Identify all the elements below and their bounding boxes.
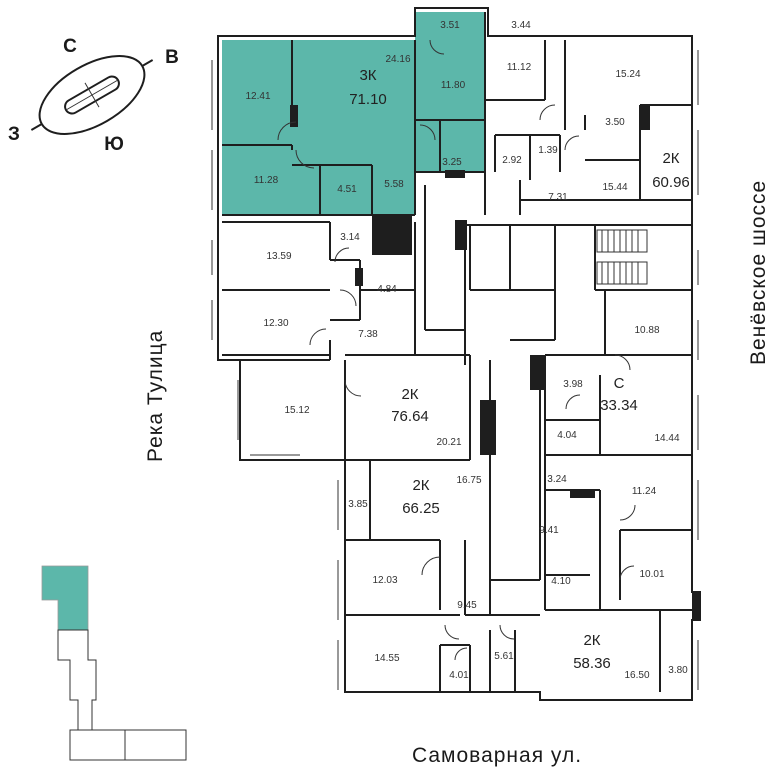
room-area: 15.24 xyxy=(615,69,640,80)
compass-east: В xyxy=(165,47,179,68)
room-area: 15.44 xyxy=(602,182,627,193)
apartment-labels: 3К 71.10 2К 60.96 2К 76.64 2К 66.25 С 33… xyxy=(349,67,690,672)
room-labels: 3.51 3.44 12.41 24.16 11.80 11.12 15.24 … xyxy=(245,20,688,681)
apartment-3k-selected[interactable] xyxy=(222,12,485,215)
key-plan xyxy=(41,565,187,761)
apt-type-3k: 3К xyxy=(359,67,376,84)
room-area: 15.12 xyxy=(284,405,309,416)
room-area: 3.25 xyxy=(442,157,462,168)
room-area: 9.41 xyxy=(539,525,559,536)
room-area: 10.01 xyxy=(639,569,664,580)
apt-area-2k-bottom-right: 58.36 xyxy=(573,655,611,672)
room-area: 10.88 xyxy=(634,325,659,336)
room-area: 3.51 xyxy=(440,20,460,31)
apt-area-3k: 71.10 xyxy=(349,91,387,108)
room-area: 20.21 xyxy=(436,437,461,448)
door-swings xyxy=(277,39,636,661)
room-area: 4.51 xyxy=(337,184,357,195)
room-area: 16.75 xyxy=(456,475,481,486)
room-area: 3.98 xyxy=(563,379,583,390)
room-area: 11.80 xyxy=(441,80,466,91)
room-area: 16.50 xyxy=(624,670,649,681)
room-area: 3.14 xyxy=(340,232,360,243)
room-area: 24.16 xyxy=(385,54,410,65)
room-area: 7.31 xyxy=(548,192,568,203)
room-area: 14.44 xyxy=(654,433,679,444)
room-area: 9.45 xyxy=(457,600,477,611)
room-area: 7.38 xyxy=(358,329,378,340)
room-area: 13.59 xyxy=(266,251,291,262)
room-area: 3.85 xyxy=(348,499,368,510)
apt-area-studio: 33.34 xyxy=(600,397,638,414)
apt-type-2k-bottom-right: 2К xyxy=(583,632,600,649)
room-area: 3.80 xyxy=(668,665,688,676)
room-area: 4.10 xyxy=(551,576,571,587)
room-area: 4.01 xyxy=(449,670,469,681)
room-area: 2.92 xyxy=(502,155,522,166)
staircase xyxy=(596,229,648,285)
apt-type-2k-top-right: 2К xyxy=(662,150,679,167)
compass-south: Ю xyxy=(104,134,124,155)
street-bottom: Самоварная ул. xyxy=(412,744,582,767)
apt-area-2k-mid-left: 76.64 xyxy=(391,408,429,425)
room-area: 14.55 xyxy=(374,653,399,664)
apt-area-2k-center: 66.25 xyxy=(402,500,440,517)
room-area: 11.28 xyxy=(254,175,279,186)
room-area: 5.58 xyxy=(384,179,404,190)
compass-west: З xyxy=(8,124,20,145)
room-area: 3.50 xyxy=(605,117,625,128)
apt-type-studio: С xyxy=(614,375,625,392)
apt-area-2k-top-right: 60.96 xyxy=(652,174,690,191)
street-left: Река Тулица xyxy=(144,330,167,462)
apt-type-2k-center: 2К xyxy=(412,477,429,494)
room-area: 4.84 xyxy=(377,284,397,295)
compass: С В Ю З xyxy=(8,36,179,155)
room-area: 12.03 xyxy=(372,575,397,586)
room-area: 3.44 xyxy=(511,20,531,31)
room-area: 3.24 xyxy=(547,474,567,485)
room-area: 5.61 xyxy=(494,651,514,662)
room-area: 1.39 xyxy=(538,145,558,156)
room-area: 4.04 xyxy=(557,430,577,441)
structural-columns xyxy=(290,105,700,620)
street-right: Венёвское шоссе xyxy=(747,180,767,365)
compass-north: С xyxy=(63,36,77,57)
room-area: 11.24 xyxy=(632,486,657,497)
apt-type-2k-mid-left: 2К xyxy=(401,386,418,403)
room-area: 11.12 xyxy=(507,62,532,73)
room-area: 12.41 xyxy=(245,91,270,102)
room-area: 12.30 xyxy=(263,318,288,329)
